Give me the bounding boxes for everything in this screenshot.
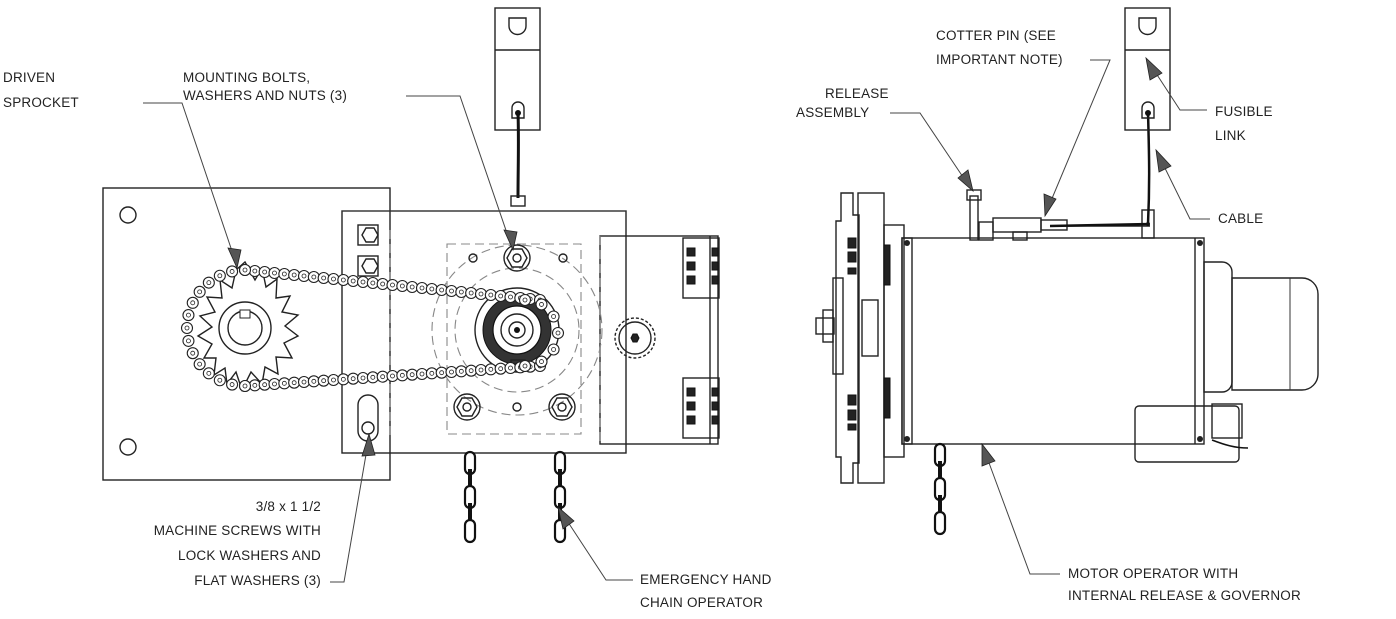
mounting-bolt-right bbox=[549, 394, 575, 420]
mounting-plate bbox=[103, 188, 390, 480]
label-motor-operator-line1: MOTOR OPERATOR WITH bbox=[1068, 566, 1238, 581]
side-view bbox=[816, 8, 1318, 534]
label-mounting-bolts-line2: WASHERS AND NUTS (3) bbox=[183, 88, 347, 103]
plate-hole-top bbox=[120, 207, 136, 223]
fusible-link-right bbox=[1125, 8, 1170, 130]
label-screws-line4: FLAT WASHERS (3) bbox=[194, 573, 321, 588]
label-driven-sprocket-line2: SPROCKET bbox=[3, 95, 79, 110]
label-driven-sprocket-line1: DRIVEN bbox=[3, 70, 55, 85]
label-cable: CABLE bbox=[1218, 211, 1263, 226]
label-cotter-pin-line1: COTTER PIN (SEE bbox=[936, 28, 1056, 43]
hand-chain-left bbox=[465, 452, 565, 542]
mounting-bolt-top bbox=[504, 245, 530, 271]
small-gear bbox=[615, 318, 655, 358]
label-hand-chain-line1: EMERGENCY HAND bbox=[640, 572, 772, 587]
label-fusible-link-line2: LINK bbox=[1215, 128, 1246, 143]
hand-chain-right bbox=[935, 444, 945, 534]
label-motor-operator-line2: INTERNAL RELEASE & GOVERNOR bbox=[1068, 588, 1301, 603]
side-bracket bbox=[600, 236, 718, 444]
release-assembly bbox=[967, 190, 1154, 240]
fusible-link-left bbox=[495, 8, 540, 130]
mounting-bolt-left bbox=[454, 394, 480, 420]
label-screws-line2: MACHINE SCREWS WITH bbox=[154, 523, 321, 538]
label-screws-line3: LOCK WASHERS AND bbox=[178, 548, 321, 563]
plate-hole-bottom bbox=[120, 439, 136, 455]
electric-motor bbox=[1135, 262, 1318, 462]
label-fusible-link-line1: FUSIBLE bbox=[1215, 104, 1273, 119]
label-release-assembly-line1: RELEASE bbox=[825, 86, 889, 101]
housing-bolts bbox=[358, 225, 378, 441]
labels: DRIVEN SPROCKET MOUNTING BOLTS, WASHERS … bbox=[3, 28, 1301, 610]
label-screws-line1: 3/8 x 1 1/2 bbox=[256, 499, 321, 514]
label-mounting-bolts-line1: MOUNTING BOLTS, bbox=[183, 70, 310, 85]
label-release-assembly-line2: ASSEMBLY bbox=[796, 105, 869, 120]
label-hand-chain-line2: CHAIN OPERATOR bbox=[640, 595, 763, 610]
label-cotter-pin-line2: IMPORTANT NOTE) bbox=[936, 52, 1063, 67]
motor-operator-body bbox=[902, 238, 1204, 444]
